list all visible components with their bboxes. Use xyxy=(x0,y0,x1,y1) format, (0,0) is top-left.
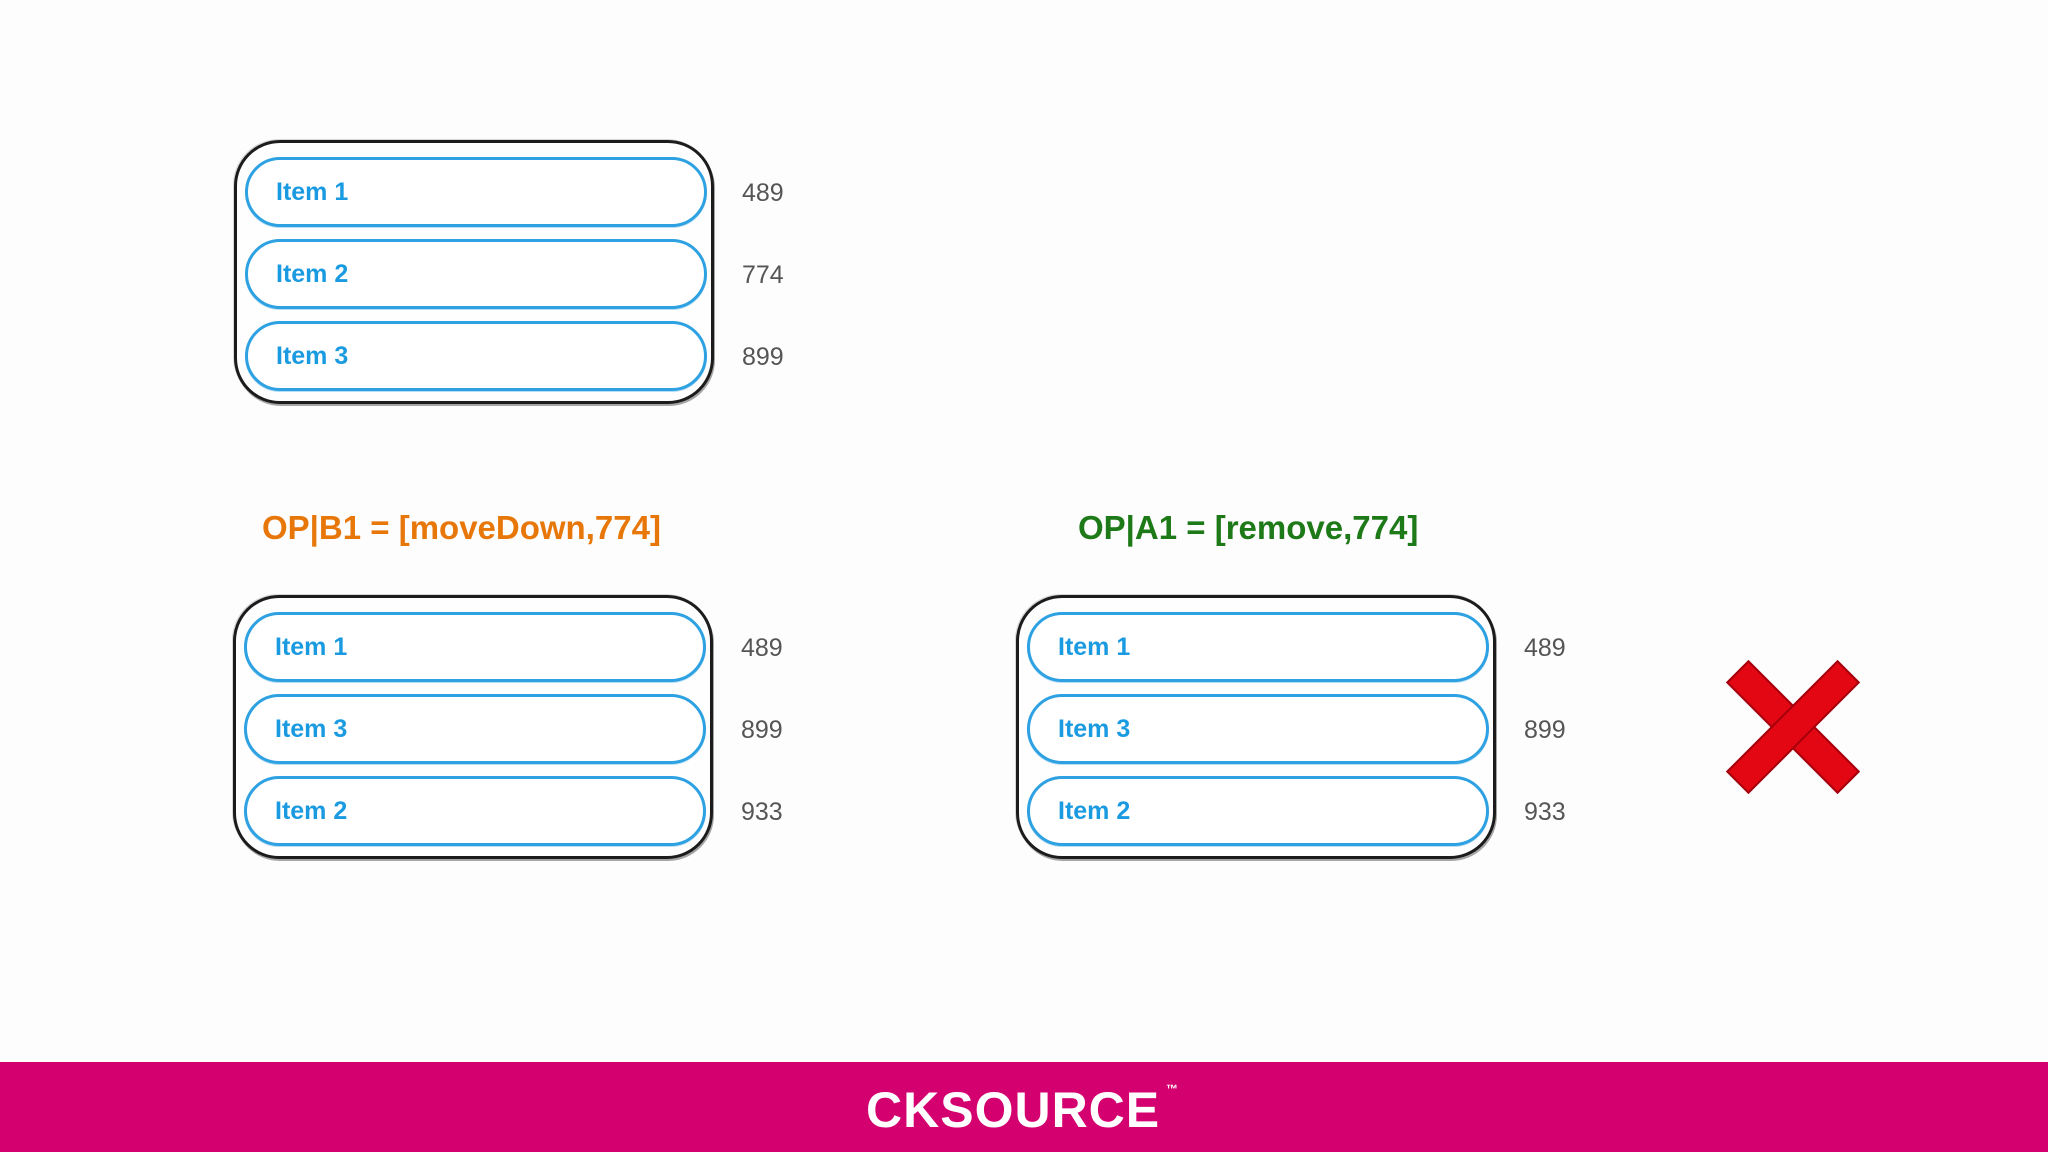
item-label: Item 3 xyxy=(1058,715,1131,743)
cksource-logo: CKSOURCE ™ xyxy=(866,1082,1186,1138)
item-id: 899 xyxy=(741,716,783,744)
item-label: Item 1 xyxy=(275,633,348,661)
list-item: Item 2 xyxy=(244,776,706,846)
item-label: Item 1 xyxy=(276,178,349,206)
operation-a-label: OP|A1 = [remove,774] xyxy=(1078,509,1419,546)
item-id: 933 xyxy=(1524,798,1566,826)
after-a-list: Item 1 Item 3 Item 2 xyxy=(1016,595,1496,859)
item-label: Item 3 xyxy=(276,342,349,370)
list-item: Item 1 xyxy=(1027,612,1489,682)
operation-b-label: OP|B1 = [moveDown,774] xyxy=(262,509,661,546)
item-id: 899 xyxy=(1524,716,1566,744)
item-label: Item 2 xyxy=(275,797,348,825)
list-item: Item 3 xyxy=(244,694,706,764)
list-item: Item 1 xyxy=(244,612,706,682)
item-id: 933 xyxy=(741,798,783,826)
list-item: Item 2 xyxy=(1027,776,1489,846)
item-id: 899 xyxy=(742,343,784,371)
list-item: Item 1 xyxy=(245,157,707,227)
footer-bar xyxy=(0,1062,2048,1152)
list-item: Item 3 xyxy=(1027,694,1489,764)
logo-text: CKSOURCE xyxy=(866,1082,1161,1138)
item-label: Item 1 xyxy=(1058,633,1131,661)
item-label: Item 2 xyxy=(1058,797,1131,825)
list-item: Item 2 xyxy=(245,239,707,309)
red-cross-icon xyxy=(1726,660,1860,794)
item-id: 774 xyxy=(742,261,784,289)
item-id: 489 xyxy=(742,179,784,207)
item-label: Item 2 xyxy=(276,260,349,288)
item-label: Item 3 xyxy=(275,715,348,743)
trademark: ™ xyxy=(1166,1082,1178,1096)
item-id: 489 xyxy=(1524,634,1566,662)
item-id: 489 xyxy=(741,634,783,662)
after-b-list: Item 1 Item 3 Item 2 xyxy=(233,595,713,859)
initial-list: Item 1 Item 2 Item 3 xyxy=(234,140,714,404)
list-item: Item 3 xyxy=(245,321,707,391)
